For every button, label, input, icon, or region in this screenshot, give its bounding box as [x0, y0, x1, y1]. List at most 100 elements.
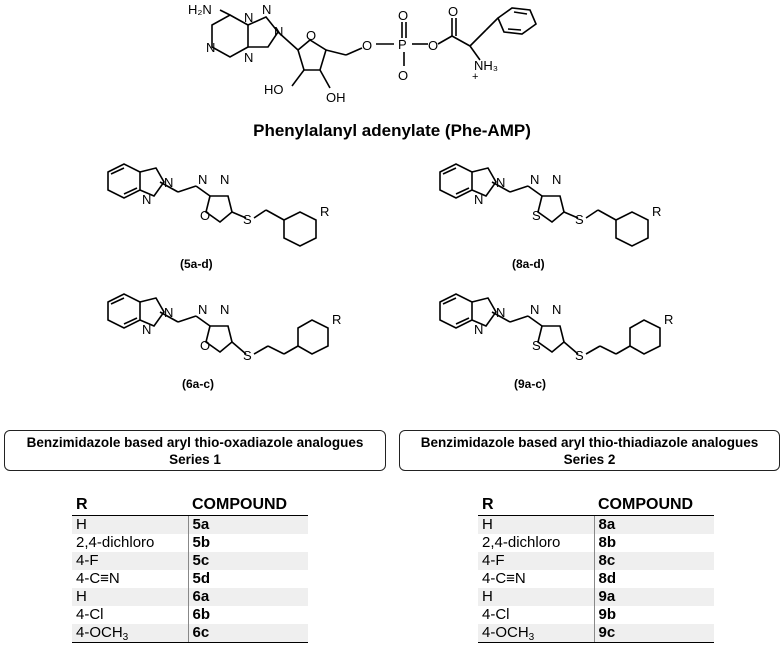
r-label: R [320, 204, 329, 219]
r-cell: 4-C≡N [482, 570, 526, 587]
series2-title: Benzimidazole based aryl thio-thiadiazol… [420, 435, 759, 450]
n-label: N [244, 50, 253, 65]
structure-5a-d: N N N N O S R (5a-d) [107, 163, 329, 271]
series1-title: Benzimidazole based aryl thio-oxadiazole… [26, 435, 364, 450]
n-label: N [496, 305, 505, 320]
r-cell: H [72, 515, 188, 534]
compound-cell: 5a [187, 515, 308, 534]
n-label: N [198, 302, 207, 317]
ho-label: HO [264, 82, 284, 97]
n-label: N [552, 302, 561, 317]
o-label: O [428, 38, 438, 53]
s-label: S [532, 338, 541, 353]
s-label: S [532, 208, 541, 223]
r-cell: 4-C≡N [76, 570, 120, 587]
o-label: O [362, 38, 372, 53]
subscript: 3 [528, 632, 535, 643]
n-label: N [474, 322, 483, 337]
compound-cell: 6a [187, 588, 308, 606]
n-label: N [244, 10, 253, 25]
series1-box: Benzimidazole based aryl thio-oxadiazole… [4, 430, 386, 471]
n-label: N [206, 40, 215, 55]
compound-cell: 5b [187, 534, 308, 552]
compound-cell: 6b [187, 606, 308, 624]
r-cell: 4-F [478, 552, 594, 570]
n-label: N [530, 302, 539, 317]
compound-label-6a-c: (6a-c) [182, 377, 214, 391]
n-label: N [220, 172, 229, 187]
compound-cell: 5c [187, 552, 308, 570]
r-cell: 4-Cl [76, 606, 104, 623]
table-row: 2,4-dichloro 5b [72, 534, 308, 552]
s-label: S [243, 348, 252, 363]
n-label: N [530, 172, 539, 187]
n-label: N [274, 24, 283, 39]
compound-cell: 5d [187, 570, 308, 588]
series2-box: Benzimidazole based aryl thio-thiadiazol… [399, 430, 780, 471]
series1-subtitle: Series 1 [169, 452, 221, 467]
structure-8a-d: N N N N S S R (8a-d) [439, 163, 661, 271]
column-header: R [478, 495, 594, 516]
table-header-row: R COMPOUND [478, 495, 714, 516]
column-header: COMPOUND [188, 495, 308, 516]
nh2-label: H₂N [188, 2, 212, 17]
compound-label-5a-d: (5a-d) [180, 257, 213, 271]
r-cell: 2,4-dichloro [76, 534, 155, 551]
phe-amp-structure: H₂N N N N N N O HO OH O P O O O O NH₃ + [188, 2, 537, 105]
table-row: 4-C≡N 5d [72, 570, 308, 588]
column-header: R [72, 495, 188, 516]
o-label: O [448, 4, 458, 19]
r-label: R [652, 204, 661, 219]
charge-label: + [472, 71, 478, 83]
page-title: Phenylalanyl adenylate (Phe-AMP) [253, 121, 531, 140]
compound-cell: 9c [593, 624, 714, 643]
n-label: N [142, 192, 151, 207]
compound-label-9a-c: (9a-c) [514, 377, 546, 391]
compound-cell: 8b [593, 534, 714, 552]
n-label: N [262, 2, 271, 17]
subscript: 3 [122, 632, 129, 643]
structure-9a-c: N N N N S S R (9a-c) [439, 293, 673, 391]
compound-cell: 9b [593, 606, 714, 624]
table-header-row: R COMPOUND [72, 495, 308, 516]
n-label: N [164, 175, 173, 190]
r-cell: 4-OCH3 [478, 624, 594, 643]
r-cell: H [478, 515, 594, 534]
n-label: N [164, 305, 173, 320]
r-cell-text: 4-OCH [76, 624, 123, 641]
n-label: N [220, 302, 229, 317]
r-cell: 2,4-dichloro [482, 534, 561, 551]
s-label: S [575, 348, 584, 363]
compound-label-8a-d: (8a-d) [512, 257, 545, 271]
o-label: O [200, 208, 210, 223]
r-cell: H [72, 588, 188, 606]
r-cell: 4-OCH3 [72, 624, 188, 643]
o-label: O [398, 68, 408, 83]
table-row: 4-Cl 6b [72, 606, 308, 624]
compound-cell: 8c [593, 552, 714, 570]
r-cell: H [478, 588, 594, 606]
n-label: N [474, 192, 483, 207]
n-label: N [496, 175, 505, 190]
column-header: COMPOUND [594, 495, 714, 516]
structure-6a-c: N N N N O S R (6a-c) [107, 293, 341, 391]
p-label: P [398, 37, 407, 52]
compound-cell: 8a [593, 515, 714, 534]
nh3-label: NH₃ [474, 58, 498, 73]
table-row: 2,4-dichloro 8b [478, 534, 714, 552]
r-cell: 4-F [72, 552, 188, 570]
oh-label: OH [326, 90, 346, 105]
compound-cell: 6c [187, 624, 308, 643]
s-label: S [575, 212, 584, 227]
